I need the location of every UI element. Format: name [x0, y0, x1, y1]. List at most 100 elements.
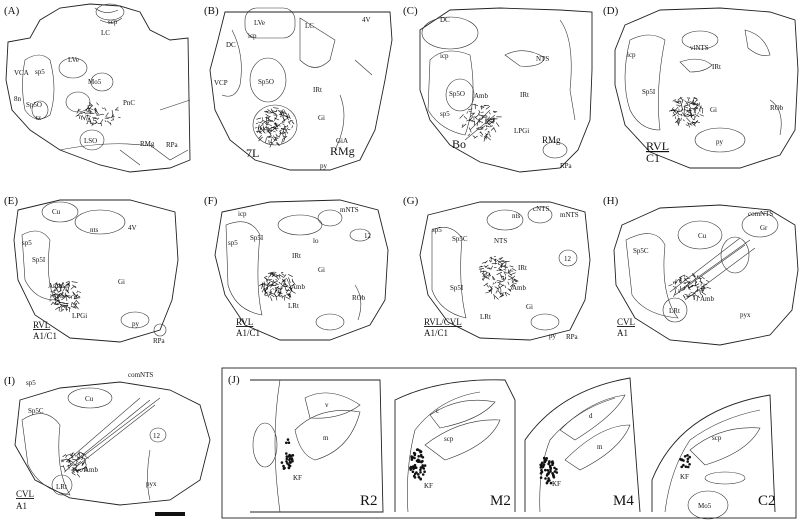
label-a5: A5 — [86, 116, 97, 126]
label-rob-f: ROb — [352, 294, 366, 302]
label-4v-b: 4V — [362, 16, 371, 24]
label-py-b: py — [320, 162, 328, 170]
label-pyx-i: pyx — [146, 480, 157, 488]
label-amb-c: Amb — [474, 92, 489, 100]
label-12-g: 12 — [564, 255, 572, 263]
label-rob-d: ROb — [770, 104, 784, 112]
label-py-e: py — [132, 320, 140, 328]
label-lrt-f: LRt — [288, 302, 299, 310]
panel-j: (J) v m KF R2 c scp KF M2 — [221, 367, 797, 520]
label-gr-h: Gr — [760, 224, 768, 232]
panel-f-tag: (F) — [204, 195, 218, 207]
label-lso: LSO — [84, 137, 97, 145]
label-lve: LVe — [68, 56, 79, 64]
label-kf-m2: KF — [424, 482, 433, 490]
label-dc-c: DC — [440, 16, 450, 24]
label-sp5-c: sp5 — [440, 110, 450, 118]
label-amb-f: Amb — [291, 283, 306, 291]
label-tz: tz — [36, 114, 41, 122]
label-rmg-c: RMg — [542, 135, 561, 145]
label-sp5i-e: Sp5I — [32, 256, 46, 264]
label-mo5-c2: Mo5 — [698, 502, 712, 510]
labelled-neuron-dots — [60, 451, 89, 478]
label-rpa: RPa — [166, 141, 179, 149]
label-py-d: py — [716, 138, 724, 146]
label-sp5: sp5 — [35, 68, 45, 76]
labelled-neuron-dots — [49, 280, 82, 313]
label-sp5c-g: Sp5C — [452, 235, 468, 243]
region-rvlcvl-g: RVL/CVL — [424, 317, 462, 327]
labelled-neuron-dots — [409, 448, 427, 481]
cell-a1c1-g: A1/C1 — [424, 328, 448, 338]
label-lrt-i: LRt — [56, 483, 67, 491]
label-mnts-f: mNTS — [340, 206, 359, 214]
label-amb-e: Amb — [48, 282, 63, 290]
label-kf-r2: KF — [293, 474, 302, 482]
panel-g: (G) nts cNTS mNTS sp5 Sp5C NTS IRt Sp5I … — [403, 195, 591, 341]
label-cnts-g: cNTS — [533, 205, 549, 213]
labelled-neuron-dots — [459, 103, 502, 142]
code-r2: R2 — [360, 493, 378, 509]
label-4v-e: 4V — [128, 224, 137, 232]
labelled-neuron-dots — [668, 96, 705, 128]
label-rmg: RMg — [140, 140, 155, 148]
label-irt-d: IRt — [712, 63, 721, 71]
cell-a1c1-f: A1/C1 — [236, 328, 260, 338]
label-rpa-e: RPa — [153, 337, 166, 345]
label-comnts-i: comNTS — [128, 371, 153, 379]
label-sp5-g: sp5 — [432, 226, 442, 234]
panel-d-tag: (D) — [603, 5, 619, 17]
label-kf-c2: KF — [680, 473, 689, 481]
label-icp-f: icp — [238, 210, 247, 218]
panel-j-r2: v m KF R2 — [250, 379, 384, 513]
label-amb-h: Amb — [700, 295, 715, 303]
cell-c1-d: C1 — [646, 151, 660, 165]
panel-i: (I) comNTS sp5 Sp5C Cu 12 Amb LRt pyx CV… — [4, 371, 211, 516]
code-c2: C2 — [758, 493, 776, 509]
label-lc-b: LC — [305, 22, 314, 30]
panel-e-tag: (E) — [4, 195, 18, 207]
label-nts-g: nts — [512, 212, 520, 220]
cell-a1-h: A1 — [617, 328, 628, 338]
region-rvl-d: RVL — [646, 139, 669, 153]
label-sp5o: Sp5O — [26, 101, 42, 109]
label-lrt-g: LRt — [480, 313, 491, 321]
panel-h-tag: (H) — [603, 195, 619, 207]
label-12-f: 12 — [364, 232, 372, 240]
labelled-neuron-dots — [259, 271, 296, 302]
label-vlnts-d: vlNTS — [690, 44, 709, 52]
label-scp-c2: scp — [712, 434, 722, 442]
panel-j-tag: (J) — [228, 374, 240, 386]
label-dc-b: DC — [226, 41, 236, 49]
label-lc: LC — [101, 29, 110, 37]
label-icp-c: icp — [440, 52, 449, 60]
label-pnc: PnC — [123, 99, 135, 107]
label-m-m4: m — [597, 443, 603, 451]
label-rmg-b: RMg — [330, 144, 355, 158]
panel-j-c2: scp KF Mo5 C2 — [651, 394, 776, 520]
label-gi-e: Gi — [118, 278, 125, 286]
label-c-m2: c — [436, 407, 439, 415]
panel-a-tag: (A) — [4, 5, 20, 17]
labelled-neuron-dots — [539, 456, 559, 485]
label-sp5o-b: Sp5O — [258, 78, 274, 86]
label-rpa-g: RPa — [566, 333, 579, 341]
label-gi-f: Gi — [318, 266, 325, 274]
label-rpa-c: RPa — [560, 162, 573, 170]
labelled-neuron-dots — [478, 255, 519, 300]
label-12-i: 12 — [153, 432, 161, 440]
labelled-neuron-dots — [668, 272, 711, 302]
label-lpgi-c: LPGi — [514, 127, 529, 135]
label-nts-e: nts — [90, 226, 98, 234]
panel-h: (H) comNTS Gr Cu Sp5C Amb LRt pyx CVL A1 — [603, 195, 799, 346]
label-d-m4: d — [589, 412, 593, 420]
label-kf-m4: KF — [552, 480, 561, 488]
label-sp5c-h: Sp5C — [633, 247, 649, 255]
label-8n: 8n — [14, 95, 22, 103]
label-irt-b: IRt — [313, 86, 322, 94]
panel-j-m2: c scp KF M2 — [394, 379, 516, 513]
label-icp-b: icp — [248, 32, 257, 40]
panel-e: (E) Cu nts 4V sp5 Sp5I Amb Gi LPGi py RP… — [4, 195, 179, 345]
label-scp: scp — [108, 18, 118, 26]
panel-c-tag: (C) — [403, 5, 418, 17]
